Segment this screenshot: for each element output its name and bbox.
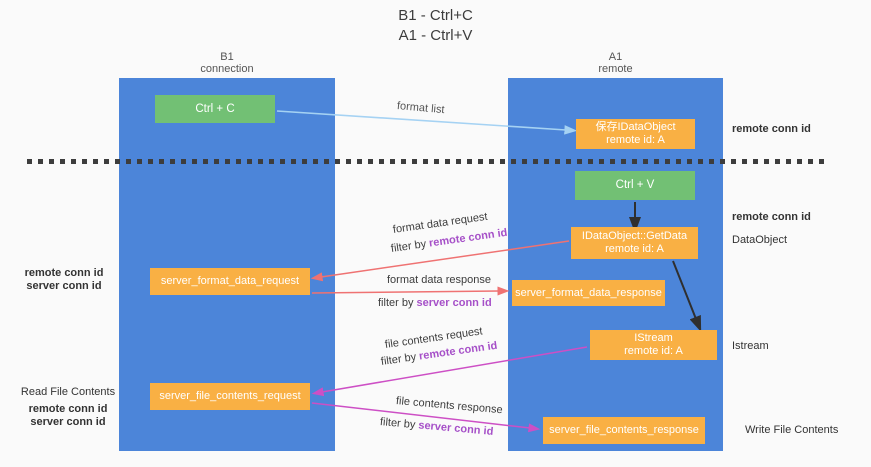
arrow-format-data-response [311, 286, 510, 296]
diagram-title: B1 - Ctrl+C A1 - Ctrl+V [0, 6, 871, 46]
node-server-format-data-response: server_format_data_response [512, 280, 665, 306]
filter-key-server-conn-id: server conn id [416, 297, 492, 309]
server-format-data-request-label: server_format_data_request [160, 275, 300, 287]
node-idataobject-getdata: IDataObject::GetData remote id: A [571, 227, 698, 259]
left-label-group-format: remote conn id server conn id [18, 267, 110, 293]
title-line-1: B1 - Ctrl+C [398, 7, 473, 24]
ctrl-c-label: Ctrl + C [195, 102, 235, 115]
label-filter-by-server-1: filter by server conn id [378, 297, 492, 309]
arrow-file-contents-response [311, 402, 541, 433]
node-ctrl-c: Ctrl + C [155, 95, 275, 123]
filter-prefix: filter by [378, 297, 417, 309]
right-label-istream: Istream [732, 340, 769, 352]
arrow-getdata-istream [672, 260, 702, 333]
node-server-file-contents-request: server_file_contents_request [150, 383, 310, 410]
save-idataobject-line2: remote id: A [606, 134, 665, 146]
right-label-write-file-contents: Write File Contents [745, 424, 839, 436]
label-format-data-response: format data response [387, 274, 491, 286]
left-read-file-contents: Read File Contents [20, 386, 116, 398]
left-label-group-file: Read File Contents remote conn id server… [18, 386, 118, 429]
istream-line2: remote id: A [624, 345, 683, 357]
ctrl-v-label: Ctrl + V [615, 179, 655, 191]
istream-line1: IStream [634, 332, 673, 344]
arrow-format-data-request [310, 240, 570, 282]
lane-right-role: remote [598, 63, 633, 75]
getdata-line2: remote id: A [605, 243, 664, 255]
lane-left-role: connection [200, 63, 254, 75]
lane-left-name: B1 [220, 51, 234, 63]
dashed-separator [27, 159, 830, 164]
server-format-data-response-label: server_format_data_response [515, 286, 662, 299]
lane-header-left: B1 connection [119, 51, 335, 75]
arrow-file-contents-request [311, 346, 588, 397]
node-ctrl-v: Ctrl + V [575, 171, 695, 200]
left-server-conn-id-1: server conn id [26, 280, 102, 292]
save-idataobject-line1: 保存IDataObject [595, 121, 676, 133]
server-file-contents-request-label: server_file_contents_request [159, 390, 301, 402]
right-label-dataobject: DataObject [732, 234, 788, 246]
right-label-remote-conn-id-top: remote conn id [732, 123, 811, 135]
lane-header-right: A1 remote [508, 51, 723, 75]
server-file-contents-response-label: server_file_contents_response [549, 424, 699, 436]
lane-right-name: A1 [608, 51, 623, 63]
node-save-idataobject: 保存IDataObject remote id: A [576, 119, 695, 149]
left-server-conn-id-2: server conn id [30, 416, 106, 428]
arrow-format-list [276, 110, 578, 135]
left-remote-conn-id-1: remote conn id [24, 267, 104, 279]
node-server-file-contents-response: server_file_contents_response [543, 417, 705, 444]
node-istream: IStream remote id: A [590, 330, 717, 360]
title-line-2: A1 - Ctrl+V [398, 27, 473, 44]
node-server-format-data-request: server_format_data_request [150, 268, 310, 295]
getdata-line1: IDataObject::GetData [581, 230, 688, 242]
left-remote-conn-id-2: remote conn id [28, 403, 108, 415]
right-label-remote-conn-id-mid: remote conn id [732, 211, 811, 223]
